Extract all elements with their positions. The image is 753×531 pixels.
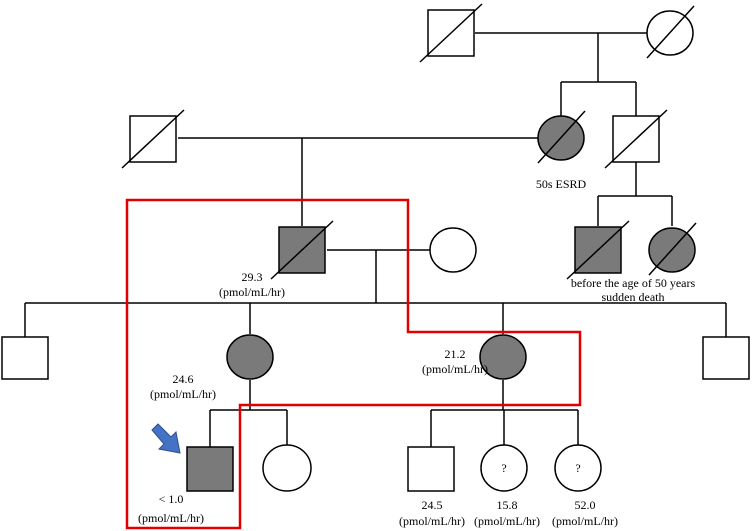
cousin2-unit: (pmol/mL/hr) — [474, 514, 540, 528]
deceased-slash — [566, 220, 630, 280]
gen5-cousin2 — [480, 444, 528, 492]
gen3-cousin-female-affected — [648, 222, 697, 276]
gen3-cousin-male-affected — [566, 220, 630, 280]
proband-unit: (pmol/mL/hr) — [138, 511, 204, 525]
gen5-proband-sister — [262, 444, 312, 492]
deceased-slash — [537, 110, 586, 164]
gen4-daughter2-affected — [479, 334, 527, 380]
gen1-grandmother-mother — [646, 5, 695, 59]
cousin2-unknown: ? — [501, 461, 506, 475]
gen5-cousin3 — [554, 444, 602, 492]
cousin2-value: 15.8 — [497, 498, 518, 512]
father-value: 29.3 — [242, 270, 263, 284]
gen2-grandmother-brother — [604, 109, 668, 169]
gen3-mother — [429, 227, 477, 273]
cousin3-value: 52.0 — [575, 498, 596, 512]
daughter1-unit: (pmol/mL/hr) — [150, 387, 216, 401]
gen4-daughter1-affected — [226, 334, 274, 380]
proband-arrow-icon — [151, 423, 181, 454]
deceased-slash — [648, 222, 697, 276]
cousin3-unit: (pmol/mL/hr) — [552, 514, 618, 528]
gen5-proband-affected — [186, 446, 234, 492]
gen3-father-affected — [270, 220, 334, 280]
daughter1-value: 24.6 — [173, 372, 194, 386]
deceased-slash — [419, 3, 483, 63]
daughter2-value: 21.2 — [445, 347, 466, 361]
cousin1-unit: (pmol/mL/hr) — [399, 514, 465, 528]
cousin1-value: 24.5 — [422, 498, 443, 512]
gen5-cousin1 — [407, 446, 455, 492]
gen2-grandfather — [121, 109, 185, 169]
proband-value: < 1.0 — [159, 492, 184, 506]
gen4-right-son — [702, 336, 750, 380]
deceased-slash — [270, 220, 334, 280]
deceased-slash — [121, 109, 185, 169]
gm-mother-label: 50s ESRD — [536, 177, 587, 191]
sib-note-1: before the age of 50 years — [571, 276, 696, 290]
sib-note-2: sudden death — [602, 290, 665, 304]
deceased-slash — [604, 109, 668, 169]
cousin3-unknown: ? — [575, 461, 580, 475]
deceased-slash — [646, 5, 695, 59]
gen1-grandfather-father — [419, 3, 483, 63]
highlight-outline — [125, 198, 582, 530]
gen4-left-son — [1, 336, 49, 380]
gen2-grandmother-affected — [537, 110, 586, 164]
daughter2-unit: (pmol/mL/hr) — [422, 362, 488, 376]
father-unit: (pmol/mL/hr) — [219, 285, 285, 299]
